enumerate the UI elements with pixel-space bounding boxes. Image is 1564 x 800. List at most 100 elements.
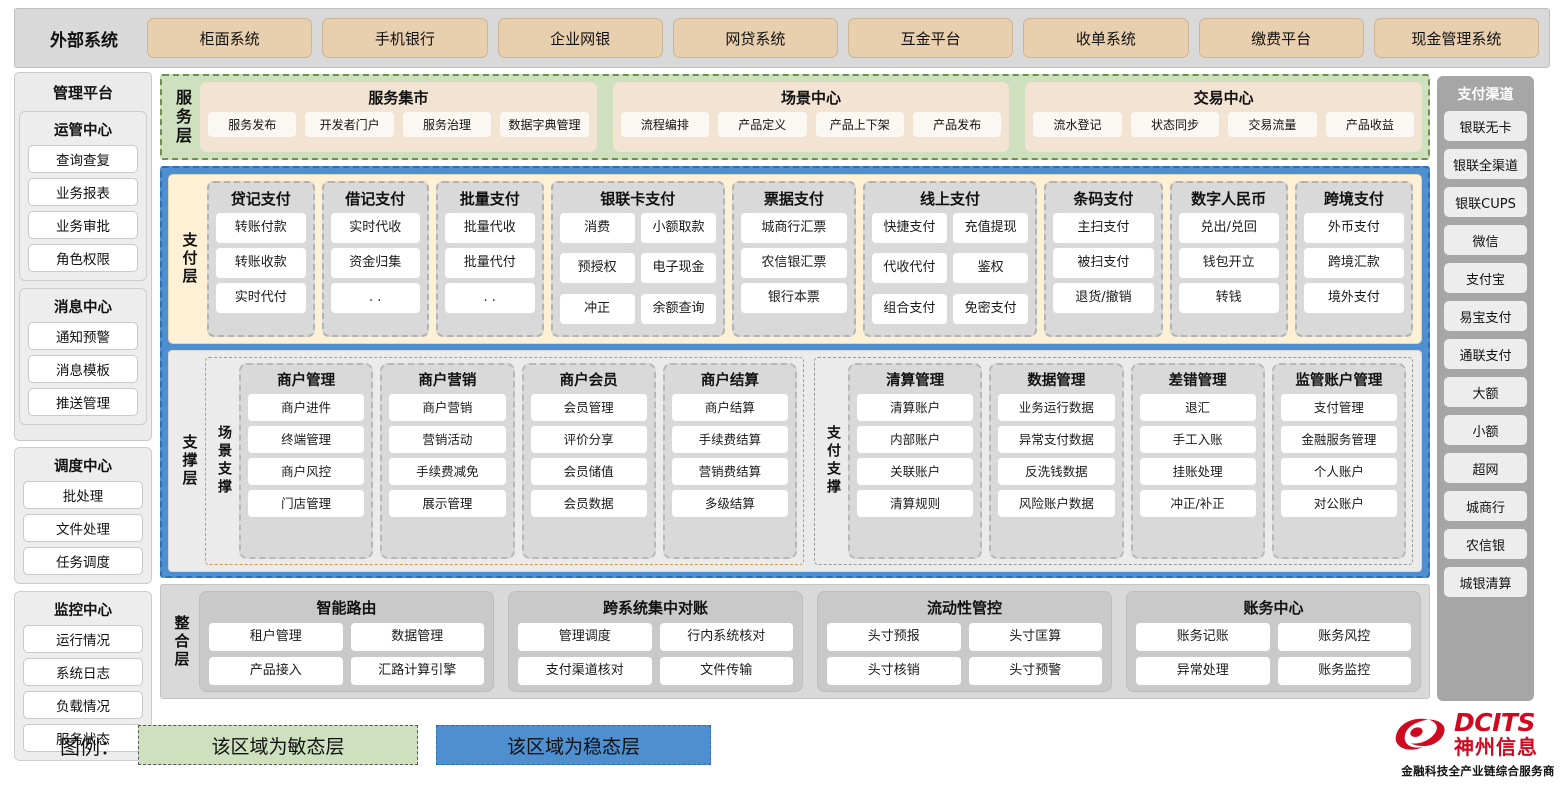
support-item[interactable]: 手续费结算 — [671, 426, 788, 453]
external-system-chip[interactable]: 企业网银 — [497, 18, 663, 58]
payment-item[interactable]: 余额查询 — [640, 293, 717, 324]
payment-item[interactable]: 转钱 — [1178, 283, 1279, 313]
payment-item[interactable]: 外币支付 — [1303, 213, 1405, 243]
payment-channel-item[interactable]: 城商行 — [1444, 491, 1527, 521]
support-item[interactable]: 反洗钱数据 — [998, 458, 1115, 485]
service-chip[interactable]: 产品定义 — [718, 112, 807, 137]
integration-item[interactable]: 行内系统核对 — [659, 623, 793, 651]
support-item[interactable]: 个人账户 — [1280, 458, 1397, 485]
payment-item[interactable]: 免密支付 — [953, 293, 1029, 324]
service-chip[interactable]: 流水登记 — [1033, 112, 1122, 137]
support-item[interactable]: 退汇 — [1139, 394, 1256, 421]
management-item[interactable]: 业务审批 — [28, 211, 138, 239]
service-chip[interactable]: 产品收益 — [1325, 112, 1415, 137]
management-item[interactable]: 批处理 — [23, 481, 143, 509]
service-chip[interactable]: 产品发布 — [912, 112, 1002, 137]
integration-item[interactable]: 账务风控 — [1277, 623, 1411, 651]
payment-item[interactable]: 预授权 — [559, 253, 635, 284]
service-chip[interactable]: 流程编排 — [620, 112, 710, 137]
payment-item[interactable]: 鉴权 — [953, 253, 1029, 284]
support-item[interactable]: 风险账户数据 — [998, 490, 1115, 517]
support-item[interactable]: 多级结算 — [671, 490, 788, 517]
management-item[interactable]: 通知预警 — [28, 322, 138, 350]
integration-item[interactable]: 账务监控 — [1277, 657, 1411, 685]
support-item[interactable]: 异常支付数据 — [998, 426, 1115, 453]
payment-item[interactable]: 代收代付 — [871, 253, 947, 284]
payment-item[interactable]: 实时代付 — [216, 283, 306, 313]
payment-item[interactable]: 实时代收 — [330, 213, 420, 243]
support-item[interactable]: 冲正/补正 — [1139, 490, 1256, 517]
integration-item[interactable]: 头寸匡算 — [968, 623, 1102, 651]
payment-item[interactable]: 电子现金 — [640, 253, 717, 284]
service-chip[interactable]: 服务治理 — [402, 112, 492, 137]
external-system-chip[interactable]: 网贷系统 — [672, 18, 838, 58]
management-item[interactable]: 服务状态 — [23, 724, 143, 752]
payment-channel-item[interactable]: 城银清算 — [1444, 567, 1527, 597]
external-system-chip[interactable]: 互金平台 — [848, 18, 1014, 58]
support-item[interactable]: 金融服务管理 — [1280, 426, 1397, 453]
management-item[interactable]: 消息模板 — [28, 355, 138, 383]
payment-channel-item[interactable]: 通联支付 — [1444, 339, 1527, 369]
external-system-chip[interactable]: 现金管理系统 — [1373, 18, 1539, 58]
payment-channel-item[interactable]: 支付宝 — [1444, 263, 1527, 293]
integration-item[interactable]: 头寸核销 — [827, 657, 961, 685]
payment-item[interactable]: 兑出/兑回 — [1178, 213, 1279, 243]
integration-item[interactable]: 账务记账 — [1136, 623, 1270, 651]
payment-item[interactable]: 银行本票 — [741, 283, 847, 313]
integration-item[interactable]: 异常处理 — [1136, 657, 1270, 685]
support-item[interactable]: 清算账户 — [857, 394, 974, 421]
support-item[interactable]: 对公账户 — [1280, 490, 1397, 517]
support-item[interactable]: 商户进件 — [248, 394, 365, 421]
external-system-chip[interactable]: 手机银行 — [322, 18, 488, 58]
integration-item[interactable]: 管理调度 — [518, 623, 652, 651]
service-chip[interactable]: 状态同步 — [1130, 112, 1220, 137]
service-chip[interactable]: 开发者门户 — [305, 112, 394, 137]
support-item[interactable]: 商户风控 — [248, 458, 365, 485]
support-item[interactable]: 支付管理 — [1280, 394, 1397, 421]
support-item[interactable]: 会员数据 — [530, 490, 647, 517]
management-item[interactable]: 推送管理 — [28, 388, 138, 416]
management-item[interactable]: 文件处理 — [23, 514, 143, 542]
support-item[interactable]: 业务运行数据 — [998, 394, 1115, 421]
payment-channel-item[interactable]: 大额 — [1444, 377, 1527, 407]
payment-item[interactable]: 境外支付 — [1303, 283, 1405, 313]
payment-item[interactable]: 退货/撤销 — [1053, 283, 1154, 313]
service-chip[interactable]: 交易流量 — [1228, 112, 1317, 137]
payment-item[interactable]: 转账收款 — [216, 248, 306, 278]
payment-item[interactable]: 被扫支付 — [1053, 248, 1154, 278]
external-system-chip[interactable]: 收单系统 — [1023, 18, 1189, 58]
support-item[interactable]: 挂账处理 — [1139, 458, 1256, 485]
support-item[interactable]: 门店管理 — [248, 490, 365, 517]
external-system-chip[interactable]: 柜面系统 — [147, 18, 313, 58]
payment-item[interactable]: 主扫支付 — [1053, 213, 1154, 243]
payment-item[interactable]: 农信银汇票 — [741, 248, 847, 278]
payment-item[interactable]: . . — [330, 283, 420, 313]
payment-channel-item[interactable]: 银联全渠道 — [1444, 149, 1527, 179]
support-item[interactable]: 商户结算 — [671, 394, 788, 421]
support-item[interactable]: 展示管理 — [389, 490, 506, 517]
integration-item[interactable]: 数据管理 — [350, 623, 484, 651]
support-item[interactable]: 关联账户 — [857, 458, 974, 485]
support-item[interactable]: 会员管理 — [530, 394, 647, 421]
service-chip[interactable]: 数据字典管理 — [500, 112, 589, 137]
service-chip[interactable]: 服务发布 — [208, 112, 297, 137]
integration-item[interactable]: 头寸预警 — [968, 657, 1102, 685]
integration-item[interactable]: 租户管理 — [209, 623, 343, 651]
integration-item[interactable]: 支付渠道核对 — [518, 657, 652, 685]
payment-channel-item[interactable]: 银联CUPS — [1444, 187, 1527, 217]
integration-item[interactable]: 汇路计算引擎 — [350, 657, 484, 685]
support-item[interactable]: 清算规则 — [857, 490, 974, 517]
service-chip[interactable]: 产品上下架 — [815, 112, 904, 137]
support-item[interactable]: 手续费减免 — [389, 458, 506, 485]
payment-item[interactable]: 城商行汇票 — [741, 213, 847, 243]
payment-item[interactable]: 批量代付 — [445, 248, 535, 278]
payment-channel-item[interactable]: 银联无卡 — [1444, 111, 1527, 141]
payment-item[interactable]: . . — [445, 283, 535, 313]
management-item[interactable]: 任务调度 — [23, 547, 143, 575]
payment-item[interactable]: 小额取款 — [640, 213, 717, 243]
payment-channel-item[interactable]: 微信 — [1444, 225, 1527, 255]
support-item[interactable]: 手工入账 — [1139, 426, 1256, 453]
management-item[interactable]: 运行情况 — [23, 625, 143, 653]
management-item[interactable]: 系统日志 — [23, 658, 143, 686]
payment-item[interactable]: 快捷支付 — [871, 213, 947, 243]
